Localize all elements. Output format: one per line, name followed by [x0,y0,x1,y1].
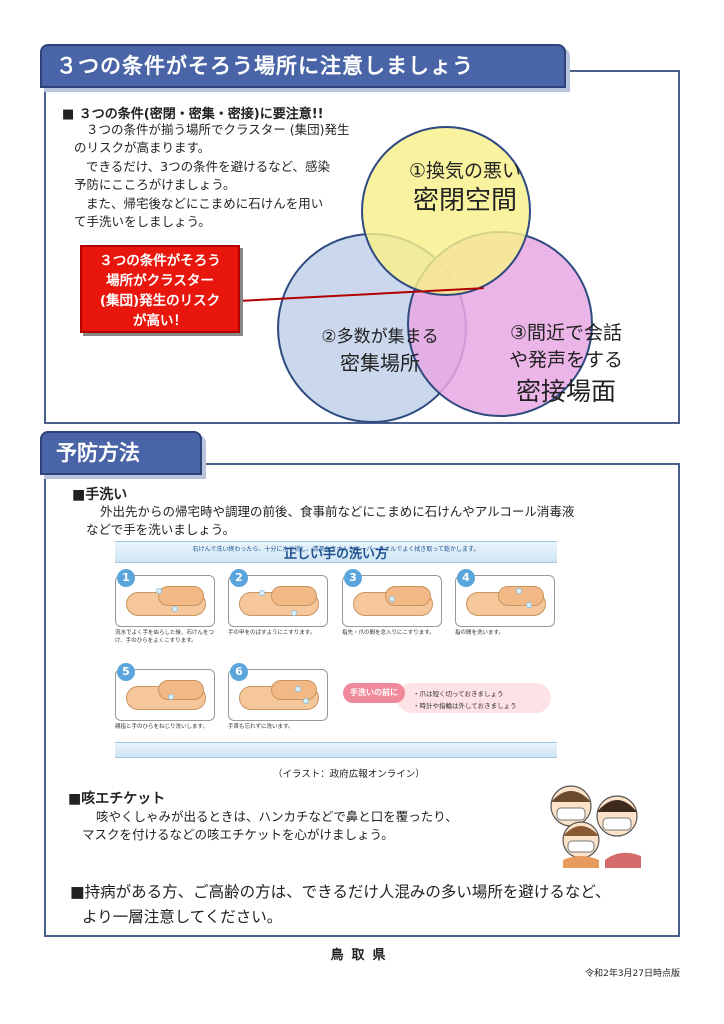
step-caption: 指先・爪の間を念入りにこすります。 [342,630,435,636]
before-wash-box [397,683,551,713]
step-number: 3 [344,569,362,587]
issue-date: 令和2年3月27日時点版 [585,969,680,979]
step-number: 5 [117,663,135,681]
wash-step-5: 5 親指と手のひらをねじり洗いします。 [115,663,217,731]
callout-line: ３つの条件がそろう [99,253,221,269]
venn-label-c2-line1: ②多数が集まる [321,327,439,347]
closing-line: より一層注意してください。 [82,908,283,926]
etiquette-heading: ■咳エチケット [68,791,166,807]
etiquette-line: 咳やくしゃみが出るときは、ハンカチなどで鼻と口を覆ったり、 [96,809,458,824]
handwash-heading: ■手洗い [72,487,128,503]
wash-step-1: 1 流水でよく手をぬらした後、石けんをつけ、手のひらをよくこすります。 [115,569,217,645]
wash-title-bar [115,541,557,563]
step-caption: 流水でよく手をぬらした後、石けんをつけ、手のひらをよくこすります。 [115,630,215,644]
wash-footer-bar [115,742,557,758]
handwash-illustration-panel: 正しい手の洗い方 1 流水でよく手をぬらした後、石けんをつけ、手のひらをよくこす… [115,541,557,761]
venn-diagram [277,126,593,423]
illustration-credit: （イラスト：政府広報オンライン） [273,769,425,780]
venn-circle-closed-space [361,126,531,296]
step-number: 4 [457,569,475,587]
callout-line: が高い！ [133,313,187,329]
step-caption: 手の甲をのばすようにこすります。 [228,630,316,636]
section-1-title: ３つの条件がそろう場所に注意しましょう [40,44,566,88]
step-caption: 指の間を洗います。 [455,630,504,636]
three-conditions-heading: ■ ３つの条件(密閉・密集・密接)に要注意!! [62,107,324,122]
before-wash-item: ・時計や指輪は外しておきましょう [413,702,517,710]
closing-notice: ■持病がある方、ご高齢の方は、できるだけ人混みの多い場所を避けるなど、 より一層… [70,880,611,930]
venn-label-c2-line2: 密集場所 [340,351,420,375]
wash-step-4: 4 指の間を洗います。 [455,569,557,637]
callout-line: 場所がクラスター [106,273,214,289]
before-wash-item: ・爪は短く切っておきましょう [413,690,504,698]
wash-step-3: 3 指先・爪の間を念入りにこすります。 [342,569,444,637]
section-2-title: 予防方法 [40,431,202,475]
etiquette-line: マスクを付けるなどの咳エチケットを心がけましょう。 [82,827,394,842]
closing-line: ■持病がある方、ご高齢の方は、できるだけ人混みの多い場所を避けるなど、 [70,883,611,901]
wash-title: 正しい手の洗い方 [283,547,388,562]
para-line: また、帰宅後などにこまめに石けんを用い [86,196,324,211]
step-number: 2 [230,569,248,587]
prefecture-name: 鳥取県 [330,948,394,963]
para-line: 予防にこころがけましょう。 [74,177,236,192]
venn-label-c3-line1: ③間近で会話 [509,322,623,344]
wash-footer-text: 石けんで洗い終わったら、十分に水で流し、清潔なタオルやペーパータオルでよく拭き取… [192,546,480,553]
wash-step-2: 2 手の甲をのばすようにこすります。 [228,569,330,637]
para-line: のリスクが高まります。 [74,140,211,155]
para-line: できるだけ、3つの条件を避けるなど、感染 [86,159,330,174]
handwash-line: 外出先からの帰宅時や調理の前後、食事前などにこまめに石けんやアルコール消毒液 [100,504,575,519]
para-line: ３つの条件が揃う場所でクラスター (集団)発生 [86,122,350,137]
before-wash-badge: 手洗いの前に [343,683,405,703]
venn-label-c1-line2: 密閉空間 [412,186,517,216]
venn-label-c1-line1: ①換気の悪い [408,160,522,182]
para-line: て手洗いをしましょう。 [74,214,211,229]
step-number: 1 [117,569,135,587]
masked-people-illustration [550,785,641,868]
step-number: 6 [230,663,248,681]
venn-label-c3-line3: 密接場面 [515,377,616,406]
wash-step-6: 6 手首も忘れずに洗います。 [228,663,330,731]
step-caption: 手首も忘れずに洗います。 [228,724,294,730]
step-caption: 親指と手のひらをねじり洗いします。 [115,724,208,730]
callout-line: (集団)発生のリスク [99,293,221,309]
cluster-risk-callout: ３つの条件がそろう 場所がクラスター (集団)発生のリスク が高い！ [80,245,240,333]
venn-label-c3-line2: や発声をする [508,349,623,371]
handwash-line: などで手を洗いましょう。 [86,522,236,537]
